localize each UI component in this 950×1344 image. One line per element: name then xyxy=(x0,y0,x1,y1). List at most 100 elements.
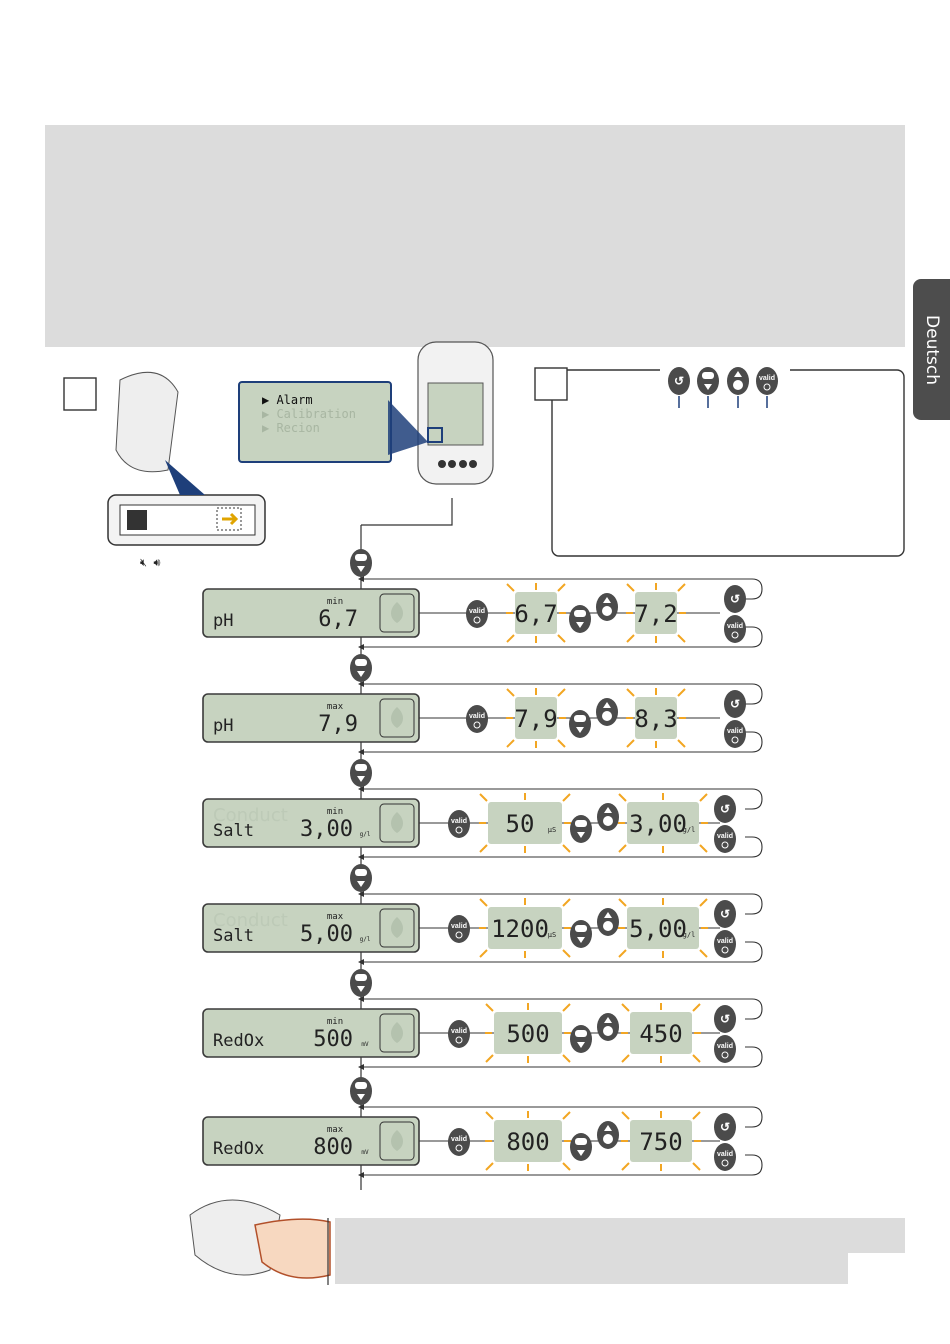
row-back-button[interactable]: ↺ xyxy=(714,1113,736,1141)
row-minus-button[interactable]: − xyxy=(569,710,591,738)
row-back-button[interactable]: ↺ xyxy=(714,795,736,823)
row-confirm-button-body[interactable] xyxy=(714,825,736,853)
row-valid-button[interactable]: valid xyxy=(448,915,470,943)
check-icon xyxy=(721,1051,729,1059)
menu-item-alarm: ▶ Alarm xyxy=(262,393,313,407)
row-plus-button[interactable]: + xyxy=(596,593,618,621)
row-back-button-body[interactable] xyxy=(724,585,746,613)
row-plus-button[interactable]: + xyxy=(596,698,618,726)
row-confirm-button[interactable]: valid xyxy=(714,1143,736,1171)
row-back-button-body[interactable] xyxy=(724,690,746,718)
plus-pad-icon xyxy=(602,606,612,616)
row-confirm-button-label: valid xyxy=(717,833,733,840)
minus-pad-icon xyxy=(355,764,367,771)
row-minus-button[interactable]: − xyxy=(569,605,591,633)
trunk-minus-button[interactable]: − xyxy=(350,969,372,997)
row-bound: min xyxy=(327,807,343,817)
row-confirm-button[interactable]: valid xyxy=(724,615,746,643)
row-back-button-label: ↺ xyxy=(730,697,740,711)
row-back-button-label: ↺ xyxy=(720,802,730,816)
row-minus-button[interactable]: − xyxy=(570,920,592,948)
row-valid-button-body[interactable] xyxy=(448,810,470,838)
row-back-button-body[interactable] xyxy=(714,795,736,823)
row-valid-button[interactable]: valid xyxy=(448,1128,470,1156)
trunk-minus-button[interactable]: − xyxy=(350,549,372,577)
trunk-minus-button-label: − xyxy=(359,763,364,772)
row-lcd xyxy=(202,693,420,743)
row-valid-button[interactable]: valid xyxy=(466,705,488,733)
plus-pad-icon xyxy=(603,1026,613,1036)
row-minus-button-label: − xyxy=(579,1137,584,1146)
row-valid-button-body[interactable] xyxy=(466,600,488,628)
row-confirm-button[interactable]: valid xyxy=(724,720,746,748)
row-back-button[interactable]: ↺ xyxy=(724,690,746,718)
trunk-minus-button[interactable]: − xyxy=(350,1077,372,1105)
plus-pad-icon xyxy=(603,1134,613,1144)
row-parameter: RedOx xyxy=(213,1031,264,1051)
language-tab[interactable]: Deutsch xyxy=(913,279,950,420)
legend-back-button-body[interactable] xyxy=(668,367,690,395)
legend-valid-button-body[interactable] xyxy=(756,367,778,395)
arrow-left-icon xyxy=(358,749,364,755)
row-confirm-button-body[interactable] xyxy=(724,615,746,643)
row-parameter: Salt xyxy=(213,821,254,841)
leaf-icon xyxy=(391,707,403,728)
row-lcd xyxy=(202,588,420,638)
return-loop-bottom xyxy=(361,836,763,858)
row-back-button-label: ↺ xyxy=(730,592,740,606)
row-confirm-button-body[interactable] xyxy=(714,1035,736,1063)
legend-minus-button[interactable]: − xyxy=(697,367,719,395)
arrow-down-icon xyxy=(576,727,584,733)
row-plus-button[interactable]: + xyxy=(597,803,619,831)
row-valid-button[interactable]: valid xyxy=(448,1020,470,1048)
row-confirm-button-body[interactable] xyxy=(724,720,746,748)
plus-pad-icon xyxy=(602,711,612,721)
row-back-button[interactable]: ↺ xyxy=(714,1005,736,1033)
arrow-left-icon xyxy=(358,891,364,897)
legend-plus-button[interactable]: + xyxy=(727,367,749,395)
trunk-minus-button[interactable]: − xyxy=(350,864,372,892)
check-icon xyxy=(455,931,463,939)
blink-ray xyxy=(618,949,627,958)
row-valid-button-body[interactable] xyxy=(448,915,470,943)
row-back-button-body[interactable] xyxy=(714,1113,736,1141)
row-back-button-body[interactable] xyxy=(714,900,736,928)
row-back-button-body[interactable] xyxy=(714,1005,736,1033)
row-valid-button-body[interactable] xyxy=(466,705,488,733)
row-plus-button-label: + xyxy=(604,606,609,616)
row-confirm-button[interactable]: valid xyxy=(714,930,736,958)
row-unit: g/l xyxy=(360,936,371,943)
device-key-icon xyxy=(459,460,467,468)
row-valid-button[interactable]: valid xyxy=(448,810,470,838)
blink-ray xyxy=(562,1162,571,1171)
blink-ray xyxy=(618,844,627,853)
trunk-minus-button[interactable]: − xyxy=(350,654,372,682)
row-plus-button[interactable]: + xyxy=(597,1013,619,1041)
blink-ray xyxy=(562,1111,571,1120)
row-minus-button[interactable]: − xyxy=(570,1025,592,1053)
legend-valid-button[interactable]: valid xyxy=(756,367,778,395)
step-2-frame xyxy=(551,369,905,557)
row-minus-button[interactable]: − xyxy=(570,815,592,843)
legend-back-button[interactable]: ↺ xyxy=(668,367,690,395)
plus-pad-icon xyxy=(603,921,613,931)
row-valid-button-body[interactable] xyxy=(448,1020,470,1048)
row-valid-button-label: valid xyxy=(451,923,467,930)
trunk-minus-button[interactable]: − xyxy=(350,759,372,787)
row-minus-button[interactable]: − xyxy=(570,1133,592,1161)
row-confirm-button-body[interactable] xyxy=(714,1143,736,1171)
row-confirm-button[interactable]: valid xyxy=(714,1035,736,1063)
row-confirm-button-body[interactable] xyxy=(714,930,736,958)
blink-ray xyxy=(479,844,488,853)
row-valid-button-body[interactable] xyxy=(448,1128,470,1156)
row-back-button[interactable]: ↺ xyxy=(714,900,736,928)
row-edit-lcd-1-value: 6,7 xyxy=(514,600,557,628)
row-valid-button[interactable]: valid xyxy=(466,600,488,628)
row-confirm-button[interactable]: valid xyxy=(714,825,736,853)
row-plus-button[interactable]: + xyxy=(597,1121,619,1149)
row-back-button[interactable]: ↺ xyxy=(724,585,746,613)
row-bound: max xyxy=(327,1125,344,1135)
row-plus-button[interactable]: + xyxy=(597,908,619,936)
